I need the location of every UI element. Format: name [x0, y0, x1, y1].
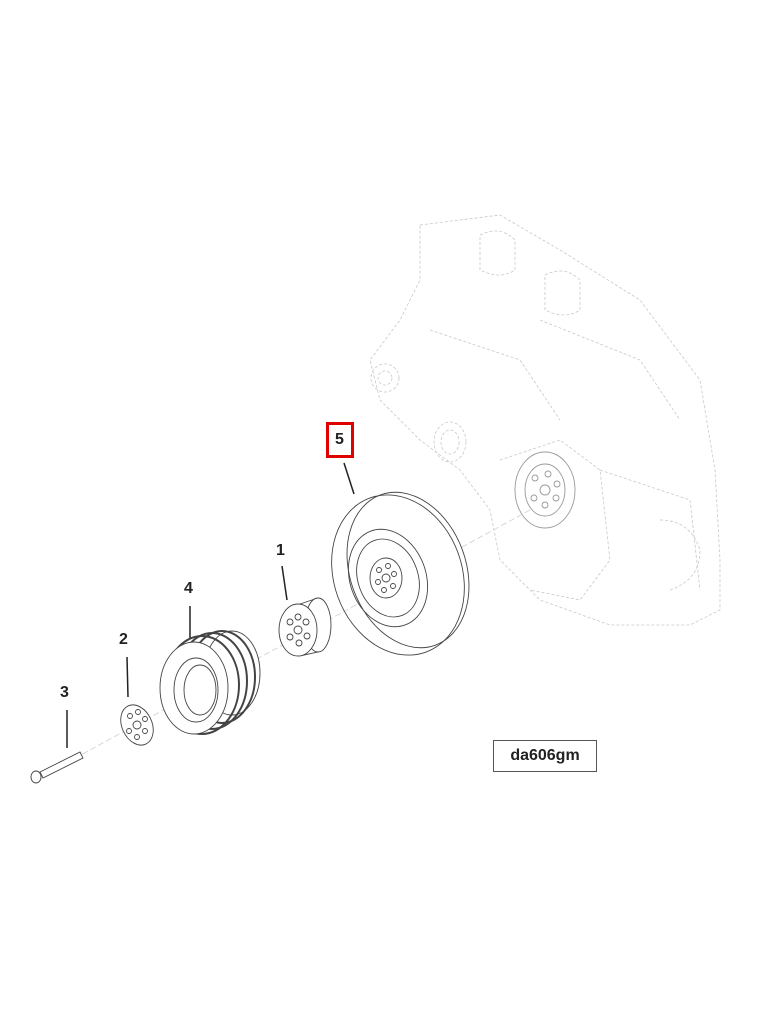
callout-5-highlight-box [326, 422, 354, 458]
damper-part-5 [331, 491, 470, 656]
callout-5[interactable]: 5 [335, 431, 344, 448]
callout-1[interactable]: 1 [276, 542, 285, 559]
engine-crank-hub [514, 451, 576, 529]
spacer-part-1 [278, 597, 332, 657]
callout-4[interactable]: 4 [184, 580, 193, 597]
engine-block-ghost [369, 214, 721, 626]
callout-3[interactable]: 3 [60, 684, 69, 701]
pulley-part-4 [159, 630, 261, 735]
bolt-part-3 [30, 751, 84, 784]
washer-part-2 [120, 704, 154, 746]
callout-2[interactable]: 2 [119, 631, 128, 648]
leader-lines [66, 462, 355, 748]
reference-code-label: da606gm [493, 740, 597, 772]
